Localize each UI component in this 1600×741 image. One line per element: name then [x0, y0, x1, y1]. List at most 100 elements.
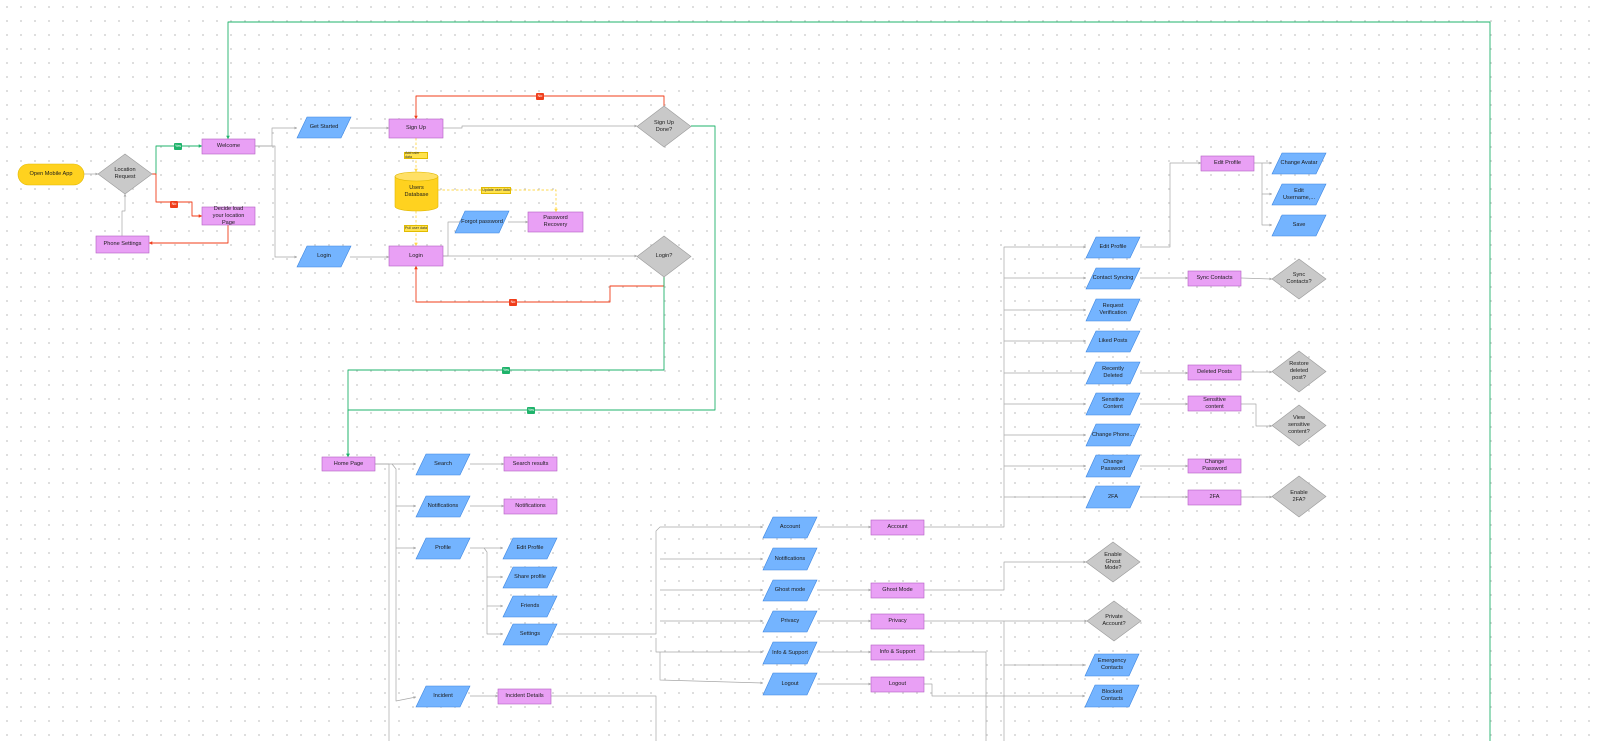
node-phone-settings-shape[interactable] [95, 235, 150, 254]
edge-tag-yes: Yes [527, 406, 535, 414]
node-privacy-io-shape[interactable] [762, 610, 818, 633]
node-get-started-shape[interactable] [296, 116, 352, 139]
node-edit-profile-b-shape[interactable] [1085, 236, 1141, 259]
node-sync-contacts-proc-shape[interactable] [1187, 270, 1242, 287]
node-change-phone-shape[interactable] [1085, 423, 1141, 447]
connector-location_request-to-welcome [152, 144, 203, 175]
node-deleted-posts-shape[interactable] [1187, 364, 1242, 381]
connector-phone_settings-to-location_request [121, 193, 127, 236]
node-recently-deleted-shape[interactable] [1085, 361, 1141, 385]
node-logout-proc-shape[interactable] [870, 676, 925, 693]
connector-welcome-to-get_started [255, 126, 298, 147]
node-edit-profile-a-shape[interactable] [502, 537, 558, 560]
node-account-proc-shape[interactable] [870, 519, 925, 536]
node-ghost-proc-shape[interactable] [870, 582, 925, 599]
connector-logout_proc-to-down [924, 683, 1005, 741]
node-home-page-shape[interactable] [321, 456, 376, 472]
node-login-q-shape[interactable] [636, 235, 692, 278]
node-signup-done-shape[interactable] [636, 105, 692, 148]
node-edit-username-shape[interactable] [1271, 183, 1327, 206]
connector-settings-to-account_io [557, 525, 764, 635]
node-notifications-io-shape[interactable] [415, 495, 471, 518]
node-search-results-shape[interactable] [503, 456, 558, 472]
connector-account_proc-to-edit_profile_b [924, 245, 1087, 528]
node-sign-up-shape[interactable] [388, 118, 444, 139]
connector-login_proc-to-forgot_password [443, 220, 463, 257]
node-password-recovery-shape[interactable] [527, 211, 584, 233]
connector-signup_done-to-home_page [346, 125, 716, 458]
connector-settings-to-info_io [655, 638, 764, 654]
node-share-profile-shape[interactable] [502, 566, 558, 589]
node-friends-shape[interactable] [502, 595, 558, 618]
node-contact-syncing-shape[interactable] [1085, 267, 1141, 290]
node-login-io-shape[interactable] [296, 245, 352, 268]
connector-edit_profile_b-to-edit_profile_proc [1140, 161, 1202, 248]
node-notifications-proc-shape[interactable] [503, 498, 558, 515]
node-blocked-contacts-shape[interactable] [1084, 684, 1140, 708]
node-liked-posts-shape[interactable] [1085, 330, 1141, 353]
edge-tag-no: No [536, 92, 544, 100]
node-sync-contacts-q-shape[interactable] [1271, 258, 1327, 300]
edge-tag-no: No [170, 200, 178, 208]
node-restore-deleted-shape[interactable] [1271, 350, 1327, 393]
edges-layer [84, 21, 1491, 741]
node-location-request-shape[interactable] [97, 153, 153, 195]
node-change-password-proc-shape[interactable] [1187, 458, 1242, 474]
node-search-io-shape[interactable] [415, 453, 471, 476]
node-open-app-shape[interactable] [17, 163, 85, 186]
node-sensitive-content-proc-shape[interactable] [1187, 395, 1242, 412]
connector-users_db-to-password_recovery [438, 189, 558, 213]
node-privacy-proc-shape[interactable] [870, 613, 925, 630]
node-twofa-io-shape[interactable] [1085, 485, 1141, 509]
connector-home_page-to-notifications_io [375, 463, 390, 741]
node-change-password-io-shape[interactable] [1085, 454, 1141, 478]
connector-edit_profile_proc-to-edit_username [1261, 163, 1273, 196]
node-login-proc-shape[interactable] [388, 245, 444, 267]
node-account-io-shape[interactable] [762, 516, 818, 539]
db-tag-add-user: Add user data [404, 151, 428, 159]
connector-__frame-to-welcome [226, 21, 1491, 741]
node-users-db-shape[interactable] [394, 171, 439, 212]
node-incident-io-shape[interactable] [415, 685, 471, 708]
node-enable-2fa-shape[interactable] [1271, 475, 1327, 518]
db-tag-update-user: Update user data [481, 186, 511, 194]
node-emergency-contacts-shape[interactable] [1084, 653, 1140, 677]
node-incident-details-shape[interactable] [497, 688, 552, 705]
connector-sensitive_content_proc-to-view_sensitive [1241, 403, 1273, 428]
node-info-proc-shape[interactable] [870, 644, 925, 661]
node-info-io-shape[interactable] [762, 641, 818, 665]
node-request-verification-shape[interactable] [1085, 298, 1141, 322]
node-ghost-io-shape[interactable] [762, 579, 818, 602]
connector-location_request-to-decide_location [152, 173, 203, 218]
connector-edit_profile_proc-to-save [1261, 194, 1273, 227]
connector-home_page-to-branch [391, 463, 417, 702]
node-private-account-shape[interactable] [1086, 600, 1142, 642]
node-logout-io-shape[interactable] [762, 672, 818, 696]
nodes-layer [17, 105, 1327, 708]
node-change-avatar-shape[interactable] [1271, 152, 1327, 175]
connector-ghost_proc-to-enable_ghost [924, 560, 1087, 591]
connector-privacy_proc-to-blocked_contacts [1003, 665, 1086, 698]
connector-login_q-to-login_proc [414, 265, 665, 303]
node-sensitive-content-io-shape[interactable] [1085, 392, 1141, 416]
node-save-shape[interactable] [1271, 214, 1327, 237]
connector-incident_details-to-down [551, 695, 657, 741]
node-welcome-shape[interactable] [201, 138, 256, 155]
edge-tag-no: No [509, 298, 517, 306]
connector-settings-to-logout_io [659, 652, 764, 685]
node-view-sensitive-shape[interactable] [1271, 404, 1327, 447]
connector-welcome-to-login_io [255, 145, 298, 259]
connector-decide_location-to-phone_settings [148, 225, 229, 245]
node-enable-ghost-shape[interactable] [1085, 541, 1141, 583]
connector-profile_io-to-branch2 [483, 547, 504, 636]
connector-sync_contacts_proc-to-sync_contacts_q [1240, 277, 1273, 281]
connector-info_proc-to-down [924, 651, 987, 741]
db-tag-pull-user: Pull user data [404, 224, 428, 232]
node-twofa-proc-shape[interactable] [1187, 489, 1242, 506]
node-settings-shape[interactable] [502, 623, 558, 646]
node-edit-profile-proc-shape[interactable] [1200, 155, 1255, 172]
node-profile-io-shape[interactable] [415, 537, 471, 560]
node-notif2-io-shape[interactable] [762, 547, 818, 571]
node-decide-location-shape[interactable] [201, 206, 256, 226]
node-forgot-password-shape[interactable] [454, 210, 510, 234]
